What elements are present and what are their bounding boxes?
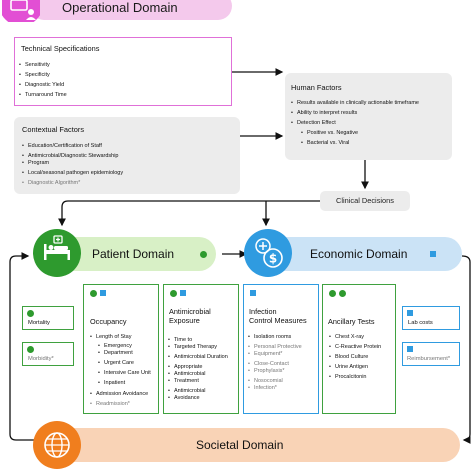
- list-item: Readmission*: [90, 401, 130, 408]
- list-item: Education/Certification of Staff: [22, 143, 102, 150]
- mortality-label: Mortality: [28, 320, 50, 326]
- list-item: Diagnostic Yield: [19, 82, 64, 89]
- list-item-continued: Department: [98, 350, 133, 357]
- list-item: Turnaround Time: [19, 92, 67, 99]
- list-item: Sensitivity: [19, 62, 50, 69]
- list-item: Antimicrobial Duration: [168, 354, 228, 361]
- societal-domain-banner: Societal Domain: [40, 428, 460, 462]
- arrow-left-loop: [9, 252, 34, 441]
- economic-domain-title: Economic Domain: [310, 247, 408, 261]
- patient-marker-dot: [90, 290, 97, 297]
- patient-marker-dot: [27, 310, 34, 317]
- lab-costs-label: Lab costs: [408, 320, 433, 326]
- list-item-continued: Prophylaxis*: [248, 368, 284, 375]
- patient-marker-dot: [339, 290, 346, 297]
- list-item-continued: Treatment: [168, 378, 199, 385]
- lab-costs-box: Lab costs: [402, 306, 460, 330]
- arrow-right-loop: [461, 255, 471, 444]
- patient-domain-title: Patient Domain: [92, 247, 175, 261]
- list-item: Positive vs. Negative: [301, 130, 358, 137]
- list-item: Urine Antigen: [329, 364, 368, 371]
- list-item: Personal Protective: [248, 344, 302, 351]
- societal-domain-title: Societal Domain: [196, 438, 284, 452]
- computer-user-icon: [2, 0, 40, 22]
- human-factors-box: Human Factors Results available in clini…: [285, 73, 452, 160]
- reimbursement-box: Reimbursement*: [402, 342, 460, 366]
- list-item-continued: Equipment*: [248, 351, 283, 358]
- patient-marker-dot: [27, 346, 34, 353]
- list-item: Specificity: [19, 72, 50, 79]
- list-item: Antimicrobial/Diagnostic Stewardship: [22, 153, 119, 160]
- human-factors-title: Human Factors: [291, 83, 342, 92]
- list-item: Local/seasonal pathogen epidemiology: [22, 170, 123, 177]
- list-item: Admission Avoidance: [90, 391, 148, 398]
- arrow-clinical-to-patient: [58, 200, 320, 227]
- technical-specifications-title: Technical Specifications: [21, 44, 100, 53]
- economic-marker-square: [180, 290, 186, 296]
- globe-icon: [33, 421, 81, 469]
- patient-marker-dot: [170, 290, 177, 297]
- mortality-box: Mortality: [22, 306, 74, 330]
- list-item: Appropriate: [168, 364, 203, 371]
- list-item: Inpatient: [98, 380, 125, 387]
- list-item-continued: Program: [22, 160, 49, 167]
- hospital-bed-icon: [33, 229, 81, 277]
- money-plus-icon: $: [244, 229, 292, 277]
- patient-marker-dot: [329, 290, 336, 297]
- infection-control-title-line1: Infection: [249, 307, 277, 316]
- list-item: Procalcitonin: [329, 374, 366, 381]
- antimicrobial-exposure-title-line1: Antimicrobial: [169, 307, 211, 316]
- contextual-factors-box: Contextual Factors Education/Certificati…: [14, 117, 240, 194]
- morbidity-box: Morbidity*: [22, 342, 74, 366]
- list-item: Results available in clinically actionab…: [291, 100, 419, 107]
- technical-specifications-box: Technical Specifications Sensitivity Spe…: [14, 37, 232, 106]
- list-item: Blood Culture: [329, 354, 368, 361]
- list-item: Antimicrobial: [168, 388, 206, 395]
- list-item: C-Reactive Protein: [329, 344, 381, 351]
- operational-domain-title: Operational Domain: [62, 0, 178, 15]
- infection-control-title-line2: Control Measures: [249, 316, 307, 325]
- list-item: Length of Stay: [90, 334, 132, 341]
- list-item: Intensive Care Unit: [98, 370, 151, 377]
- economic-marker-square: [100, 290, 106, 296]
- list-item-continued: Infection*: [248, 385, 277, 392]
- reimbursement-label: Reimbursement*: [407, 356, 451, 362]
- list-item: Time to: [168, 337, 192, 344]
- list-item: Nosocomial: [248, 378, 283, 385]
- list-item-continued: Avoidance: [168, 395, 200, 402]
- ancillary-tests-box: Ancillary Tests Chest X-ray C-Reactive P…: [322, 284, 396, 414]
- economic-marker-square: [407, 310, 413, 316]
- list-item: Detection Effect: [291, 120, 336, 127]
- list-item: Urgent Care: [98, 360, 134, 367]
- list-item: Isolation rooms: [248, 334, 291, 341]
- antimicrobial-exposure-title-line2: Exposure: [169, 316, 200, 325]
- clinical-decisions-box: Clinical Decisions: [320, 191, 410, 211]
- list-item: Chest X-ray: [329, 334, 364, 341]
- occupancy-box: Occupancy Length of Stay Emergency Depar…: [83, 284, 159, 414]
- economic-marker-square: [430, 251, 436, 257]
- ancillary-tests-title: Ancillary Tests: [328, 317, 375, 326]
- economic-marker-square: [407, 346, 413, 352]
- list-item: Close-Contact: [248, 361, 289, 368]
- morbidity-label: Morbidity*: [28, 356, 54, 362]
- infection-control-box: Infection Control Measures Isolation roo…: [243, 284, 319, 414]
- list-item-continued: Targeted Therapy: [168, 344, 217, 351]
- list-item-continued: Antimicrobial: [168, 371, 206, 378]
- occupancy-title: Occupancy: [90, 317, 127, 326]
- list-item: Diagnostic Algorithm*: [22, 180, 80, 187]
- antimicrobial-exposure-box: Antimicrobial Exposure Time to Targeted …: [163, 284, 239, 414]
- contextual-factors-title: Contextual Factors: [22, 125, 85, 134]
- economic-marker-square: [250, 290, 256, 296]
- list-item: Emergency: [98, 343, 132, 350]
- list-item: Bacterial vs. Viral: [301, 140, 349, 147]
- patient-marker-dot: [200, 251, 207, 258]
- list-item: Ability to interpret results: [291, 110, 357, 117]
- svg-text:$: $: [269, 252, 277, 266]
- operational-domain-banner: [30, 0, 232, 20]
